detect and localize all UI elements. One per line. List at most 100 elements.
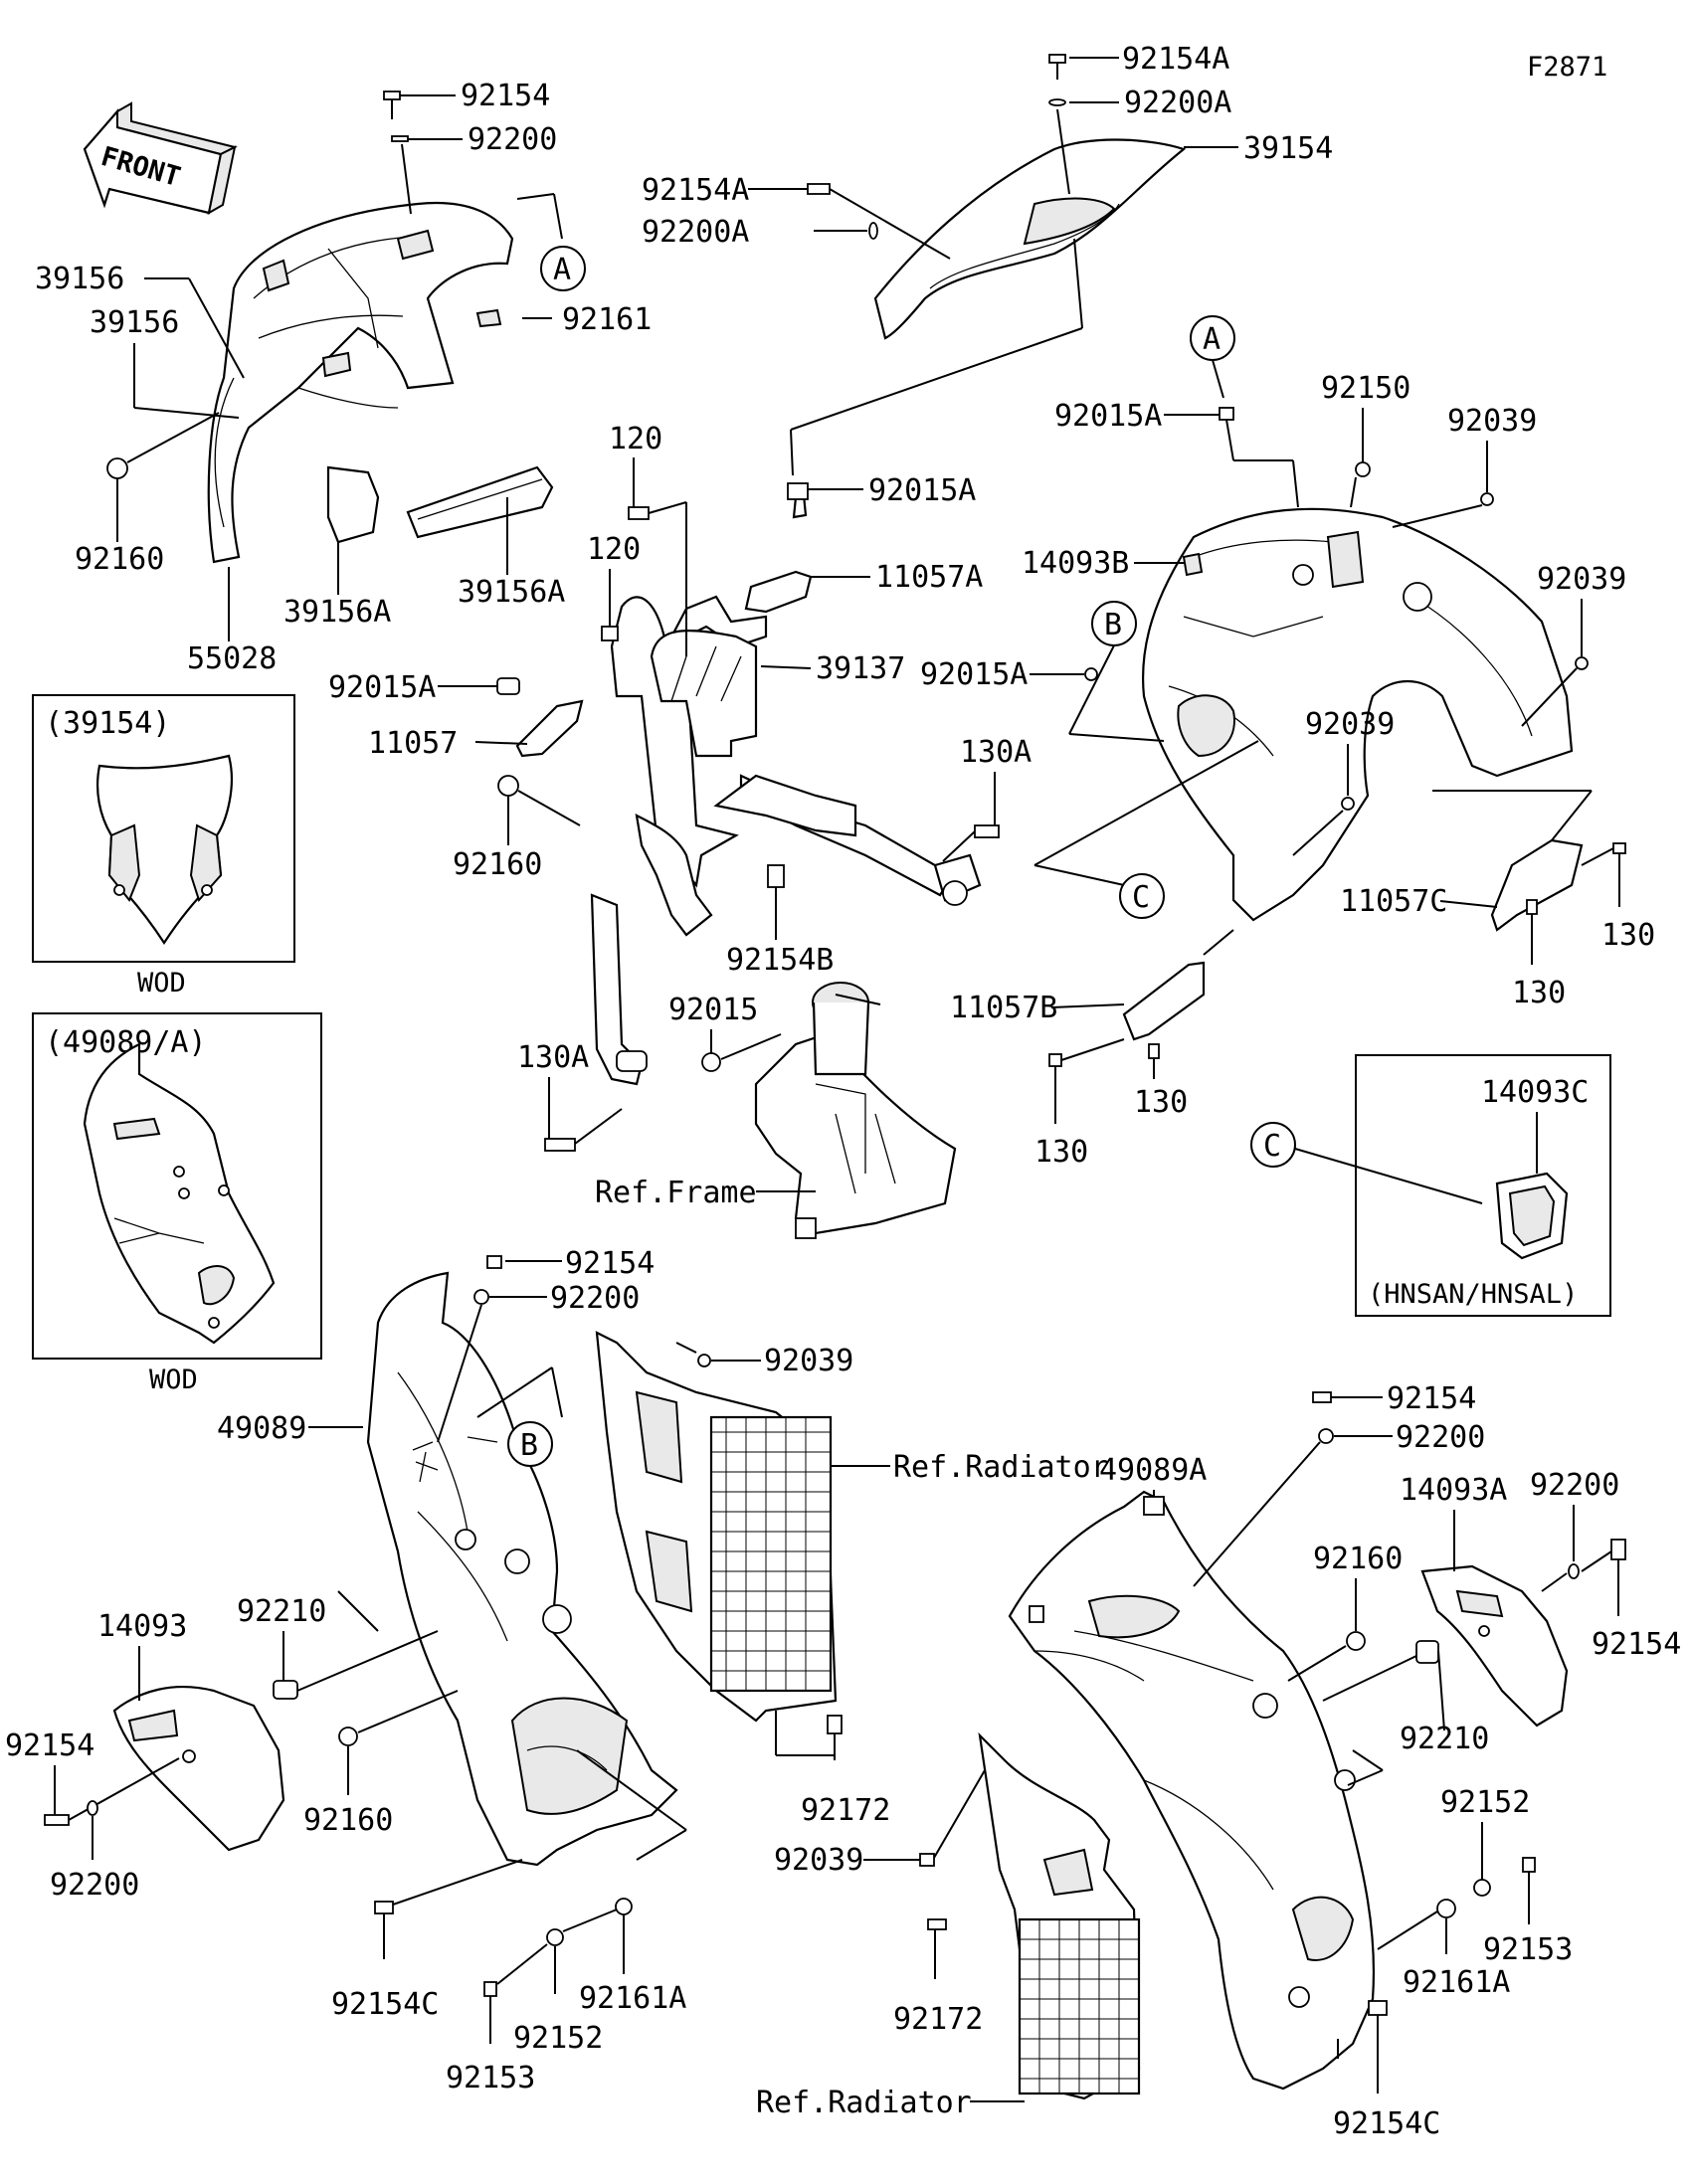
label-92200-right: 92200 <box>1396 1420 1485 1455</box>
labels-top-left: 92154 92200 A 92161 39156 39156 92160 55… <box>35 79 652 676</box>
label-92210-left: 92210 <box>237 1594 326 1629</box>
label-92154C-right: 92154C <box>1333 2106 1440 2141</box>
label-92153-left: 92153 <box>446 2061 535 2095</box>
stay-39137 <box>590 595 982 1086</box>
label-49089A: 49089A <box>1099 1453 1207 1488</box>
callout-c-inset <box>1250 1122 1296 1168</box>
label-130-c: 130 <box>1134 1085 1188 1120</box>
callout-a-label: A <box>553 253 571 287</box>
label-92015A-c: 92015A <box>1054 399 1162 434</box>
label-92154: 92154 <box>461 79 550 113</box>
label-92160-right: 92160 <box>1313 1542 1403 1576</box>
label-92015A-b: 92015A <box>328 670 436 705</box>
label-120-b: 120 <box>587 532 641 567</box>
labels-lower-right: 92154 92200 49089A 14093A 92200 92154 92… <box>756 1381 1681 2141</box>
label-92172-right: 92172 <box>893 2002 983 2037</box>
label-92154-right-b: 92154 <box>1592 1627 1681 1662</box>
label-92152-left: 92152 <box>513 2021 603 2056</box>
label-130-b: 130 <box>1601 918 1655 953</box>
labels-inner-cowl: A 92015A 92150 92039 14093B 92039 B 9201… <box>920 315 1655 1170</box>
label-14093: 14093 <box>97 1609 187 1644</box>
label-92039-c: 92039 <box>1305 707 1395 742</box>
inner-cowl <box>1141 507 1574 922</box>
label-92210-right: 92210 <box>1400 1722 1489 1756</box>
labels-lower-left: 92154 92200 49089 B 92039 Ref.Radiator 9… <box>5 1246 1109 2095</box>
label-49089: 49089 <box>217 1411 306 1446</box>
label-92154C-left: 92154C <box>331 1987 439 2022</box>
callout-c-right <box>1119 873 1165 919</box>
label-92039-b: 92039 <box>1537 562 1626 597</box>
inset2-caption: WOD <box>149 1365 198 1395</box>
callout-c-right-label: C <box>1132 880 1150 915</box>
label-92200: 92200 <box>468 122 557 157</box>
radiator-shroud-right <box>978 1731 1141 2100</box>
side-cowl-right <box>1008 1490 1376 2091</box>
label-92154-right: 92154 <box>1387 1381 1476 1416</box>
label-11057C: 11057C <box>1340 884 1447 919</box>
inset-hnsan: 14093C C (HNSAN/HNSAL) <box>1250 1054 1611 1317</box>
callout-c-inset-label: C <box>1263 1129 1281 1164</box>
label-92154A-b: 92154A <box>642 173 749 208</box>
callout-b-left-label: B <box>520 1428 538 1463</box>
callout-b-right-label: B <box>1104 608 1122 642</box>
label-39156-b: 39156 <box>90 305 179 340</box>
label-11057A: 11057A <box>875 560 983 595</box>
windshield <box>873 138 1187 340</box>
front-arrow: FRONT <box>83 101 238 215</box>
label-120-a: 120 <box>609 422 662 456</box>
label-11057: 11057 <box>368 726 458 761</box>
label-92154-mid: 92154 <box>565 1246 655 1281</box>
label-ref-radiator-b: Ref.Radiator <box>756 2086 972 2120</box>
label-ref-frame: Ref.Frame <box>595 1176 757 1210</box>
label-92154A-a: 92154A <box>1122 42 1229 77</box>
label-92160-left: 92160 <box>303 1803 393 1838</box>
label-92154-left: 92154 <box>5 1729 94 1763</box>
figure-id: F2871 <box>1527 52 1607 83</box>
label-11057B: 11057B <box>950 991 1057 1025</box>
label-92015: 92015 <box>668 993 758 1027</box>
label-92015A-d: 92015A <box>920 657 1028 692</box>
label-92200-mid: 92200 <box>550 1281 640 1316</box>
radiator-shroud-left <box>595 1331 838 1723</box>
labels-top-middle: 92154A 92200A 39154 92154A 92200A <box>642 42 1333 476</box>
label-14093B: 14093B <box>1022 546 1129 581</box>
labels-ref-frame: 92015 Ref.Frame <box>595 993 816 1210</box>
label-39137: 39137 <box>816 651 905 686</box>
label-130-a: 130 <box>1512 976 1566 1010</box>
inset1-caption: WOD <box>137 968 186 999</box>
label-39156A-a: 39156A <box>283 595 391 630</box>
label-ref-radiator-a: Ref.Radiator <box>893 1450 1109 1485</box>
callout-a-right-label: A <box>1203 322 1221 357</box>
label-92200-left: 92200 <box>50 1868 139 1903</box>
cover-39156A <box>326 465 554 544</box>
label-92153-right: 92153 <box>1483 1932 1573 1967</box>
label-14093C: 14093C <box>1481 1075 1589 1110</box>
inset-39154: (39154) WOD <box>32 694 295 999</box>
label-92200-right-b: 92200 <box>1530 1468 1619 1503</box>
label-92015A-a: 92015A <box>868 473 976 508</box>
label-39156A-b: 39156A <box>458 575 565 610</box>
inset1-title: (39154) <box>45 706 170 741</box>
label-92160-center: 92160 <box>453 847 542 882</box>
label-130A-a: 130A <box>960 735 1032 770</box>
label-130-d: 130 <box>1034 1135 1088 1170</box>
ref-frame-part <box>754 982 957 1239</box>
label-92161A-right: 92161A <box>1403 1965 1510 2000</box>
upper-cowl <box>207 202 514 564</box>
label-92039-bottom: 92039 <box>774 1843 863 1878</box>
label-55028: 55028 <box>187 641 277 676</box>
label-hnsan: (HNSAN/HNSAL) <box>1368 1279 1578 1310</box>
inset-49089: (49089/A) WOD <box>32 1012 322 1395</box>
label-92161A-left: 92161A <box>579 1981 686 2016</box>
label-92152-right: 92152 <box>1440 1785 1530 1820</box>
label-92039-mid: 92039 <box>764 1344 853 1378</box>
label-92154B: 92154B <box>726 943 834 978</box>
callout-b-left <box>507 1421 553 1467</box>
label-39156-a: 39156 <box>35 262 124 296</box>
labels-middle-stay: 120 120 92015A 11057A 39137 92015A 11057… <box>328 422 1032 1152</box>
label-92160-top-left: 92160 <box>75 542 164 577</box>
radiator-mesh-left <box>711 1417 831 1691</box>
label-92200A-b: 92200A <box>642 215 749 250</box>
label-39154: 39154 <box>1243 131 1333 166</box>
